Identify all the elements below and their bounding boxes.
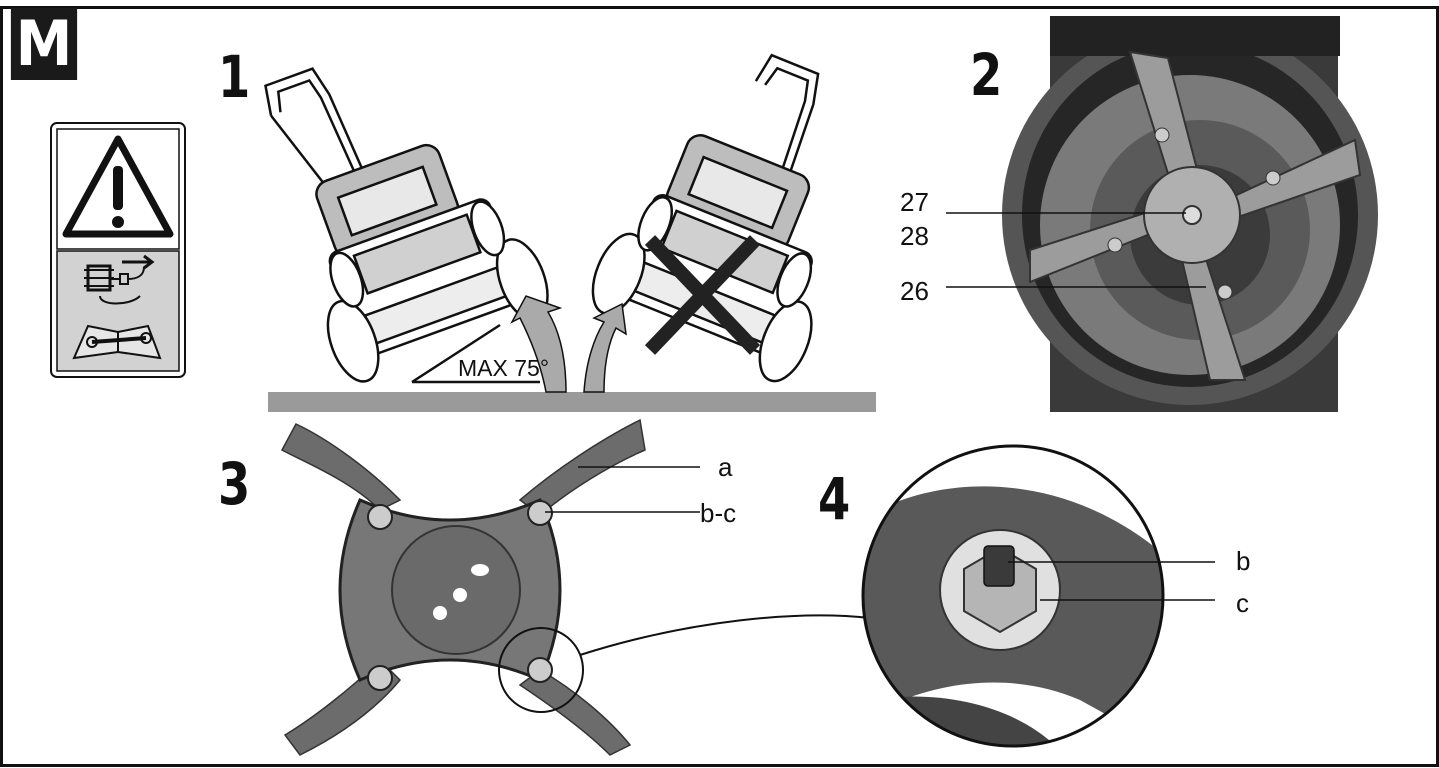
step-number-1: 1 (218, 43, 251, 111)
callout-b: b (1236, 546, 1251, 576)
ground-bar (268, 392, 876, 412)
tilt-arrow-left-icon (510, 295, 567, 393)
forbidden-cross-icon (644, 235, 761, 355)
manual-book-wrench-icon (72, 324, 162, 360)
detail-circle (498, 627, 584, 713)
step-number-4: 4 (818, 465, 851, 533)
nut (963, 546, 1037, 634)
blade-bolts (367, 500, 553, 691)
angle-label: MAX 75° (458, 355, 550, 381)
magnifier-circle (861, 444, 1165, 748)
blade-arm-bottom-right (518, 669, 632, 756)
bolt-head (983, 545, 1015, 587)
disconnect-plug-icon (84, 254, 155, 305)
callout-b-c: b-c (700, 498, 737, 528)
callout-26: 26 (900, 276, 929, 306)
step3-blade (280, 418, 871, 756)
tilt-arrow-right-icon (583, 302, 627, 393)
step4-detail (861, 444, 1215, 748)
step-number-2: 2 (970, 41, 1003, 109)
blade-arm-top-left (280, 423, 402, 511)
step-number-3: 3 (218, 450, 251, 518)
step1-illustration (264, 53, 876, 412)
warning-triangle-icon (62, 135, 174, 238)
callout-c: c (1236, 588, 1249, 618)
warning-panel (50, 122, 186, 378)
callout-27: 27 (900, 187, 929, 217)
step2-photo (946, 16, 1378, 412)
detail-connector (579, 614, 871, 656)
mower-tilted-allowed (264, 67, 549, 383)
callout-28: 28 (900, 221, 929, 251)
section-label: M (10, 8, 78, 80)
callout-a: a (718, 452, 733, 482)
outer-frame (0, 6, 1439, 767)
angle-line (411, 323, 501, 384)
